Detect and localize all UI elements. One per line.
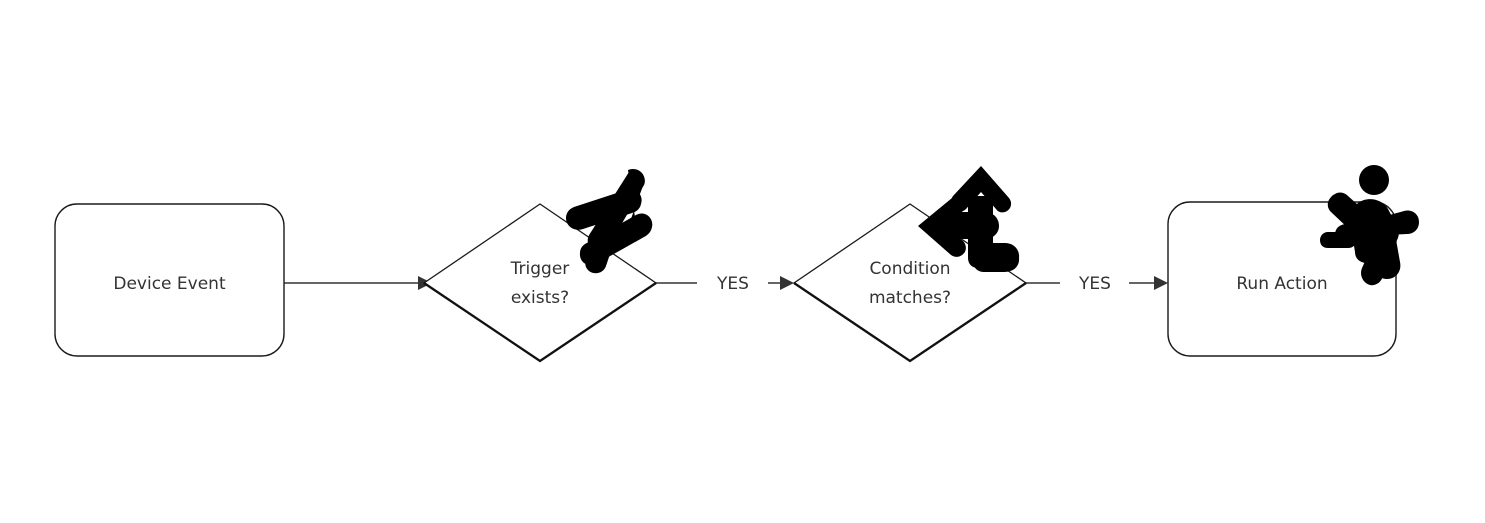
edge-3-label: YES [1078,274,1111,294]
edge-2-label: YES [716,274,749,294]
condition-matches-label-line1: Condition [869,259,950,279]
edge-3-arrowhead [1154,276,1168,290]
edge-2-arrowhead [780,276,794,290]
running-person-icon [1320,165,1419,286]
edge-trigger-to-condition: YES [656,274,794,294]
trigger-exists-diamond-heavy-edge [423,282,657,363]
device-event-box[interactable] [54,203,285,357]
node-trigger-exists[interactable]: Trigger exists? [422,203,658,363]
trigger-exists-label-line1: Trigger [510,259,570,279]
condition-matches-diamond-heavy-edge [793,282,1027,363]
node-device-event[interactable]: Device Event [54,203,285,357]
edge-device-event-to-trigger [284,276,432,290]
condition-matches-label-line2: matches? [869,288,951,308]
edge-condition-to-run-action: YES [1026,274,1168,294]
node-condition-matches[interactable]: Condition matches? [792,203,1028,363]
branch-arrow-icon [918,166,1020,272]
device-event-label: Device Event [113,274,226,294]
trigger-exists-label-line2: exists? [511,288,569,308]
lightning-bolt-icon [566,168,653,274]
run-action-label: Run Action [1236,274,1327,294]
